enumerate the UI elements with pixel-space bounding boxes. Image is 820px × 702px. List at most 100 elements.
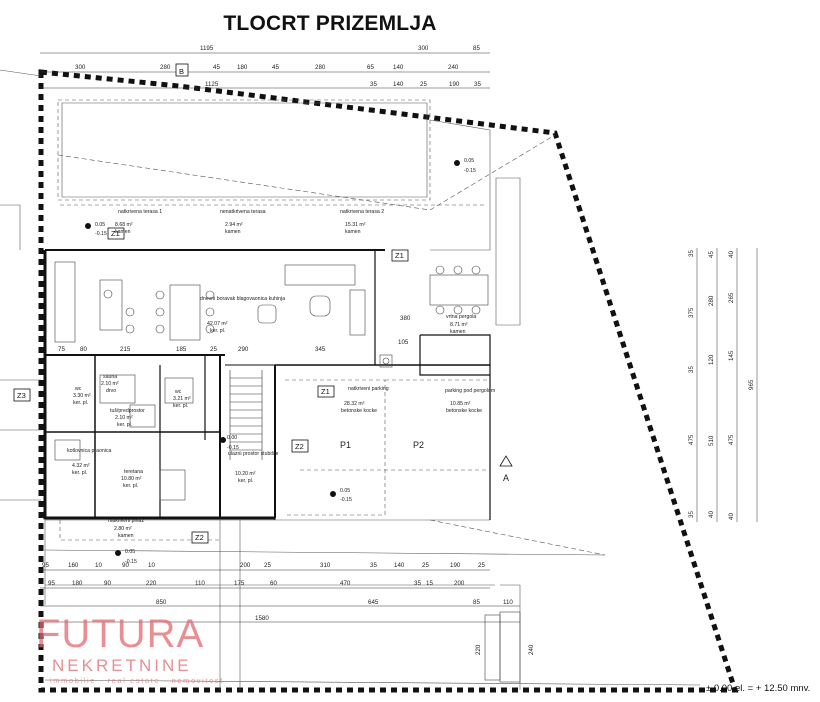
room-floor: ker. pl. (123, 483, 138, 489)
dim-bottom: 85 (473, 599, 480, 606)
interior-dim: 380 (400, 315, 411, 322)
dim-row1: 45 (213, 64, 220, 71)
stairs (229, 370, 263, 460)
interior-dims: 75 80 215 185 25 290 345 105 380 (58, 315, 411, 353)
room-area: 10.80 m² (121, 476, 142, 482)
bottom-dims: 95 160 10 90 10 200 25 310 35 140 25 190… (42, 562, 513, 622)
room-floor: ker. pl. (210, 328, 225, 334)
dim-row2: 140 (393, 81, 404, 88)
dim-top-total: 1195 (200, 45, 214, 52)
plan-title: TLOCRT PRIZEMLJA (223, 12, 437, 35)
dim-row1: 65 (367, 64, 374, 71)
dim-right: 35 (688, 366, 695, 373)
parking-label-p1: P1 (340, 440, 351, 450)
interior-dim: 80 (80, 346, 87, 353)
building-walls (43, 249, 491, 520)
room-area: 42.07 m² (207, 321, 228, 327)
dim-bottom: 220 (146, 580, 157, 587)
room-name: nenatkrivena terasa (220, 209, 266, 215)
dim-row2: 190 (449, 81, 460, 88)
room-area: 8.68 m² (115, 222, 133, 228)
room-name: sauna (103, 374, 117, 380)
room-name: ulazni prostor stubište (228, 451, 279, 457)
room-area: 28.32 m² (344, 401, 365, 407)
room-floor: kamen (118, 533, 134, 539)
section-mark-a: A (503, 473, 509, 483)
zone-tag-z2: Z2 (295, 442, 304, 451)
level-value: -0.15 (340, 497, 352, 503)
room-area: 4.32 m² (72, 463, 90, 469)
dim-bottom: 90 (122, 562, 129, 569)
elevation-note: ± 0.00 el. = + 12.50 mnv. (706, 683, 811, 694)
site-lines (0, 69, 701, 690)
plot-boundary (38, 69, 739, 693)
room-name: natkriveni prilaz (108, 518, 144, 524)
dim-bottom: 850 (156, 599, 167, 606)
dim-bottom: 95 (48, 580, 55, 587)
room-floor: ker. pl. (238, 478, 253, 484)
dim-bottom: 180 (72, 580, 83, 587)
logo-line-1: FUTURA (36, 612, 205, 656)
dim-bottom: 200 (240, 562, 251, 569)
dim-row1: 140 (393, 64, 404, 71)
level-marks: 0.05 -0.15 0.05 -0.15 0.00 -0.15 0.05 -0… (85, 158, 476, 565)
room-name: kotlovnica praonica (67, 448, 112, 454)
dim-row1: 280 (315, 64, 326, 71)
dim-row2: 1125 (205, 81, 219, 88)
room-area: 2.94 m² (225, 222, 243, 228)
level-value: -0.15 (125, 559, 137, 565)
room-area: 2.10 m² (101, 381, 119, 387)
logo-line-3: immobilie · real estate · nemovitost (50, 676, 224, 685)
logo-line-2: NEKRETNINE (52, 656, 192, 675)
dim-row1: 300 (75, 64, 86, 71)
dim-bottom: 470 (340, 580, 351, 587)
room-floor: ker. pl. (72, 470, 87, 476)
room-name: wc (175, 389, 182, 395)
room-name: teretana (124, 469, 143, 475)
room-floor: kamen (450, 329, 466, 335)
dim-right: 120 (708, 354, 715, 365)
dim-bottom: 35 (414, 580, 421, 587)
dim-row1: 180 (237, 64, 248, 71)
room-floor: ker. pl. (73, 400, 88, 406)
dim-bottom: 110 (195, 580, 205, 587)
level-value: 0.00 (227, 435, 237, 441)
level-value: -0.15 (95, 231, 107, 237)
level-value: 0.05 (125, 549, 135, 555)
dim-bottom: 35 (370, 562, 377, 569)
room-name: wc (75, 386, 82, 392)
dim-bottom: 10 (95, 562, 102, 569)
watermark-logo: FUTURA NEKRETNINE immobilie · real estat… (36, 612, 256, 692)
room-floor: kamen (225, 229, 241, 235)
dim-row2: 35 (474, 81, 481, 88)
room-area: 8.71 m² (450, 322, 468, 328)
dim-bottom: 15 (426, 580, 433, 587)
room-labels: natkrivena terasa 1 8.68 m² kamen nenatk… (67, 209, 495, 539)
room-area: 2.10 m² (115, 415, 133, 421)
dim-bottom: 310 (320, 562, 331, 569)
dim-bottom: 10 (148, 562, 155, 569)
interior-dim: 185 (176, 346, 187, 353)
zone-tag-z1: Z1 (111, 229, 120, 238)
dim-right: 265 (728, 292, 735, 303)
dim-row1: 45 (272, 64, 279, 71)
level-value: -0.15 (227, 445, 239, 451)
dim-row2: 35 (370, 81, 377, 88)
dim-bottom: 25 (422, 562, 429, 569)
room-name: natkrivena terasa 2 (340, 209, 384, 215)
dim-bottom: 90 (104, 580, 111, 587)
room-name: vrtna pergola (446, 314, 476, 320)
dim-right: 475 (688, 434, 695, 445)
dim-right: 280 (708, 295, 715, 306)
bottom-dimension-lines (40, 569, 520, 623)
section-mark-b: B (179, 67, 184, 76)
dim-right-total: 965 (748, 379, 755, 390)
room-area: 2.80 m² (114, 526, 132, 532)
dim-right: 145 (728, 350, 735, 361)
room-area: 3.21 m² (173, 396, 191, 402)
interior-dim: 345 (315, 346, 326, 353)
dim-right: 40 (728, 251, 735, 258)
room-name: natkriveni parking (348, 386, 389, 392)
room-area: 10.20 m² (235, 471, 256, 477)
